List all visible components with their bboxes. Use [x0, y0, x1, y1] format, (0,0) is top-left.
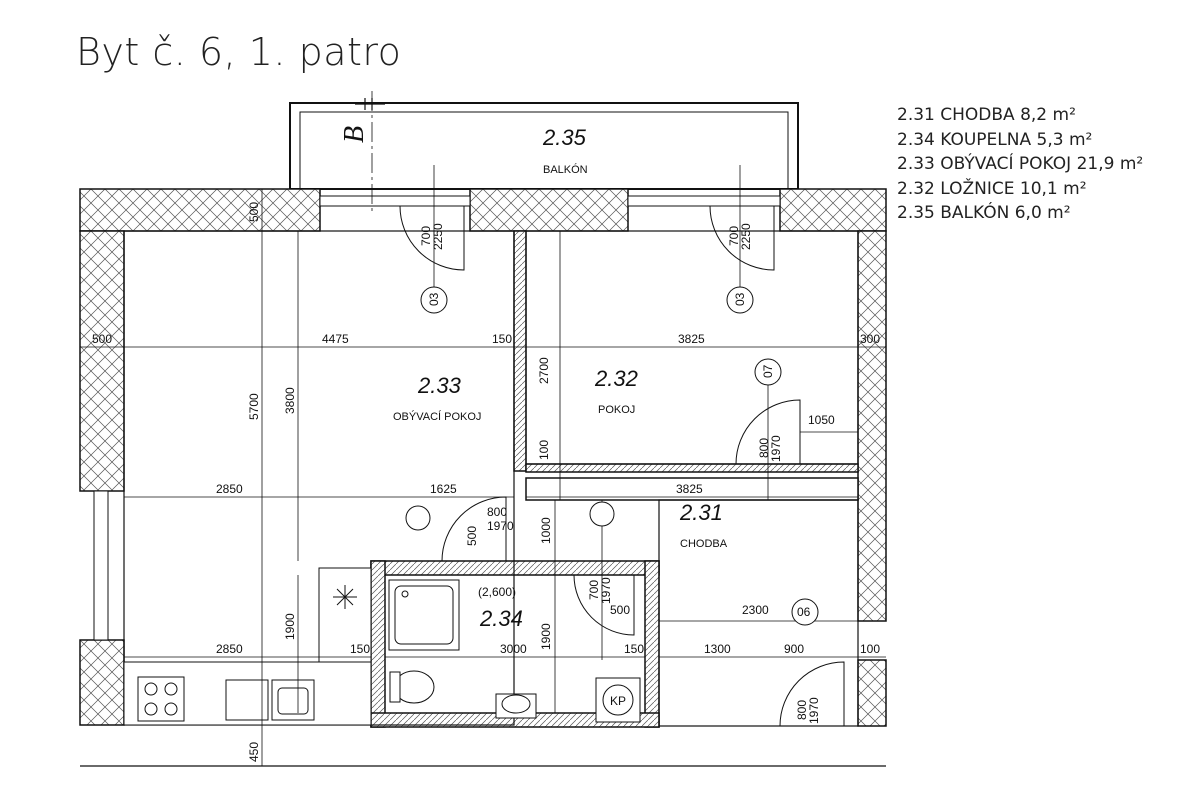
windows [93, 195, 781, 641]
room-number-bathroom: 2.34 [479, 606, 523, 631]
dimension-label: 1900 [283, 613, 297, 640]
dimension-label: 4475 [322, 332, 349, 346]
dimension-label: 3825 [678, 332, 705, 346]
marker-label: KP [610, 694, 626, 708]
dimension-label: 150 [350, 642, 370, 656]
dimension-label: 150 [624, 642, 644, 656]
dimension-label: 900 [784, 642, 804, 656]
door-width: 700 [727, 226, 741, 246]
page-title: Byt č. 6, 1. patro [76, 30, 402, 74]
interior-walls [370, 230, 859, 728]
room-number-living: 2.33 [417, 373, 462, 398]
legend-item: 2.35 BALKÓN 6,0 m² [897, 203, 1071, 223]
room-number-hall: 2.31 [679, 500, 723, 525]
dimension-label: 1050 [808, 413, 835, 427]
dimension-label: 150 [492, 332, 512, 346]
door-height: 2250 [739, 223, 753, 250]
section-arrow [355, 98, 385, 110]
door-height: 1970 [599, 577, 613, 604]
dimension-label: 100 [537, 440, 551, 460]
dimension-label: 2300 [742, 603, 769, 617]
dimension-label: 1300 [704, 642, 731, 656]
vertical-dimensions: 500 5700 3800 2700 100 1000 500 1900 190… [247, 202, 553, 762]
door-width: 800 [795, 700, 809, 720]
room-area-legend: 2.31 CHODBA 8,2 m² 2.34 KOUPELNA 5,3 m² … [897, 103, 1143, 226]
legend-item: 2.32 LOŽNICE 10,1 m² [897, 178, 1087, 199]
door-width: 800 [487, 505, 507, 519]
marker-label: 06 [797, 605, 811, 619]
room-name-room: POKOJ [598, 404, 635, 416]
doors [399, 205, 845, 727]
marker-label: 07 [761, 364, 775, 378]
legend-item: 2.34 KOUPELNA 5,3 m² [897, 129, 1093, 150]
door-width: 700 [587, 580, 601, 600]
dimension-label: 500 [610, 603, 630, 617]
door-height: 2250 [431, 223, 445, 250]
room-name-balcony: BALKÓN [543, 163, 588, 176]
room-number-balcony: 2.35 [542, 125, 587, 150]
dimension-label: 3800 [283, 387, 297, 414]
door-width: 700 [419, 226, 433, 246]
bathroom-fixtures [388, 579, 641, 723]
room-name-living: OBÝVACÍ POKOJ [393, 410, 481, 423]
dimension-label: 3000 [500, 642, 527, 656]
dimension-label: 5700 [247, 393, 261, 420]
bathroom-area: (2,600) [478, 585, 516, 599]
dimension-label: 1900 [539, 623, 553, 650]
dimension-label: 500 [247, 202, 261, 222]
door-dimensions: 700 2250 700 2250 800 1970 800 1970 700 … [419, 223, 821, 724]
marker-label: 03 [733, 292, 747, 306]
door-height: 1970 [807, 697, 821, 724]
dimension-label: 300 [860, 332, 880, 346]
room-name-hall: CHODBA [680, 538, 728, 550]
dimension-lines [80, 91, 886, 766]
dimension-label: 2700 [537, 357, 551, 384]
door-width: 800 [757, 438, 771, 458]
dimension-label: 3825 [676, 482, 703, 496]
balcony [289, 102, 799, 190]
door-height: 1970 [769, 435, 783, 462]
dimension-label: 2850 [216, 642, 243, 656]
legend-item: 2.31 CHODBA 8,2 m² [897, 105, 1076, 125]
marker-labels: 03 03 07 06 KP [427, 292, 811, 708]
marker-label: 03 [427, 292, 441, 306]
section-mark: B [339, 126, 370, 143]
dimension-label: 1625 [430, 482, 457, 496]
markers [405, 286, 819, 626]
kitchen-counter [123, 567, 372, 726]
dimension-label: 2850 [216, 482, 243, 496]
legend-item: 2.33 OBÝVACÍ POKOJ 21,9 m² [897, 154, 1144, 174]
dimension-label: 500 [92, 332, 112, 346]
dimension-label: 1000 [539, 517, 553, 544]
room-number-room: 2.32 [594, 366, 638, 391]
exterior-walls [79, 188, 887, 727]
dimension-label: 100 [860, 642, 880, 656]
dimension-label: 500 [465, 526, 479, 546]
door-height: 1970 [487, 519, 514, 533]
dimension-label: 450 [247, 742, 261, 762]
